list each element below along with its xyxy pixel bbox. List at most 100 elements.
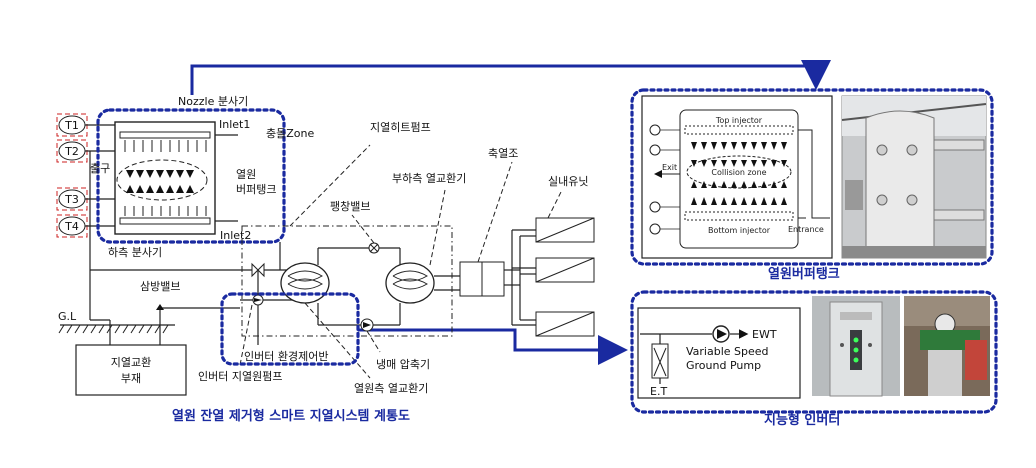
down-arrow (721, 160, 727, 167)
up-arrow (771, 197, 777, 205)
ground-hx-box (75, 344, 187, 396)
inlet1-label: Inlet1 (219, 118, 250, 131)
bottom-injector-label: Bottom injector (708, 226, 771, 235)
down-arrow (691, 142, 697, 150)
inverter-link-arrow (358, 328, 628, 365)
down-arrow (781, 142, 787, 150)
collision-zone-label: Collision zone (711, 168, 766, 177)
ground-hx-label-1: 지열교환 (111, 356, 151, 369)
down-arrow (126, 170, 134, 178)
down-arrow (156, 170, 164, 178)
ground-hatch (106, 324, 113, 334)
storage-tank (434, 261, 505, 297)
tank-panel-highlight (630, 88, 994, 266)
compressor-label: 냉매 압축기 (376, 358, 430, 371)
up-arrow (761, 197, 767, 205)
tank-link-arrow (190, 60, 831, 95)
buffer-tank-label-1: 열원 (236, 168, 256, 181)
down-arrow (731, 160, 737, 167)
down-arrow (136, 170, 144, 178)
storage-label: 축열조 (488, 147, 518, 160)
down-arrow (741, 160, 747, 167)
up-arrow (731, 181, 737, 188)
down-arrow (751, 142, 757, 150)
three-way-valve-label: 삼방밸브 (140, 280, 180, 293)
down-arrow (711, 142, 717, 150)
nozzle-label: Nozzle 분사기 (178, 95, 248, 108)
up-arrow (691, 197, 697, 205)
down-arrow (741, 142, 747, 150)
up-arrow (751, 197, 757, 205)
ground-hatch (146, 324, 153, 334)
up-arrow (701, 181, 707, 188)
buffer-tank-highlight (96, 108, 286, 244)
inverter-photo (812, 296, 900, 397)
up-arrow (156, 185, 164, 193)
ground-hatch (90, 324, 97, 334)
up-arrow (721, 181, 727, 188)
pump-label-1: Variable Speed (686, 345, 769, 358)
down-arrow (701, 142, 707, 150)
outlet-label: 출구 (90, 162, 110, 175)
heat-pump-boundary (241, 225, 453, 337)
up-arrow (136, 185, 144, 193)
up-arrow (186, 185, 194, 193)
env-panel-highlight (220, 292, 360, 366)
down-arrow (166, 170, 174, 178)
top-injector-label: Top injector (715, 116, 763, 125)
ground-hatch (66, 324, 73, 334)
buffer-tank-label-2: 버퍼탱크 (236, 183, 276, 196)
up-arrow (701, 197, 707, 205)
up-arrow (176, 185, 184, 193)
refrigerant-loop (317, 247, 401, 326)
indoor-units (504, 217, 595, 337)
sensor-t3: T3 (64, 193, 79, 206)
ground-hatch (74, 324, 81, 334)
sensor-t1: T1 (64, 119, 79, 132)
down-arrow (691, 160, 697, 167)
down-arrow (176, 170, 184, 178)
down-arrow (771, 160, 777, 167)
down-arrow (751, 160, 757, 167)
down-arrow (721, 142, 727, 150)
down-arrow (146, 170, 154, 178)
ground-hatch (82, 324, 89, 334)
inverter-pump (252, 294, 264, 306)
ground-hatch (122, 324, 129, 334)
ground-hatch (138, 324, 145, 334)
up-arrow (126, 185, 134, 193)
et-label: E.T (650, 385, 667, 398)
down-arrow (186, 170, 194, 178)
inverter-panel-highlight (630, 290, 998, 414)
ground-hatch (162, 324, 169, 334)
pump-icon (712, 325, 730, 343)
down-arrow (761, 142, 767, 150)
down-arrow (711, 160, 717, 167)
source-hx-label: 열원측 열교환기 (354, 382, 428, 395)
buffer-tank (114, 121, 238, 235)
ground-hatch (98, 324, 105, 334)
up-arrow (691, 181, 697, 188)
inverter-panel-caption: 지능형 인버터 (764, 412, 840, 428)
up-arrow (731, 197, 737, 205)
inverter-pump-label: 인버터 지열원펌프 (198, 370, 282, 383)
ground-hx-label-2: 부재 (121, 372, 141, 385)
ground-level-label: G.L (58, 310, 77, 323)
expansion-valve-label: 팽창밸브 (330, 200, 370, 213)
down-arrow (761, 160, 767, 167)
expansion-valve (368, 242, 380, 254)
sensor-group: T1 T2 T3 T4 (56, 113, 115, 238)
down-arrow (781, 160, 787, 167)
exit-label: Exit (662, 163, 677, 172)
left-diagram-caption: 열원 잔열 제거형 스마트 지열시스템 계통도 (172, 408, 410, 424)
inlet2-label: Inlet2 (220, 229, 251, 242)
ground-hatch (154, 324, 161, 334)
piping (89, 151, 300, 345)
up-arrow (741, 181, 747, 188)
up-arrow (761, 181, 767, 188)
heat-pump-label: 지열히트펌프 (370, 120, 431, 134)
sensor-t2: T2 (64, 145, 79, 158)
up-arrow (711, 181, 717, 188)
ground-hatch (114, 324, 121, 334)
impact-zone-label: 충돌Zone (266, 127, 314, 140)
